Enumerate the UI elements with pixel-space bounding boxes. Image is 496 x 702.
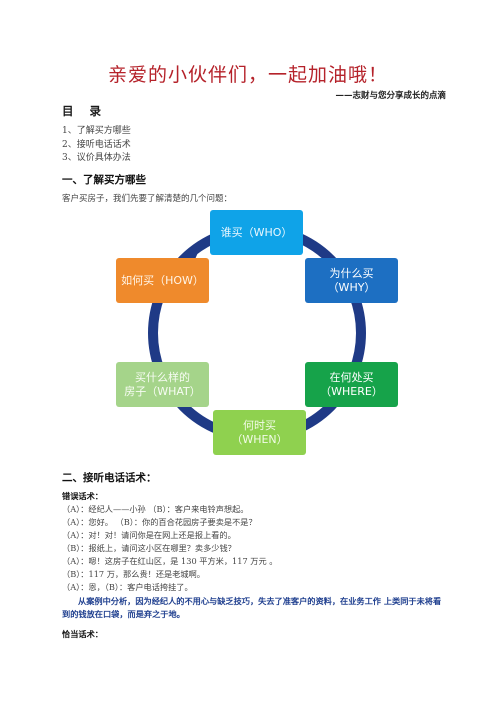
cycle-node-why: 为什么买 （WHY） [305,258,398,303]
dialogue-line: （A）：嗯！这房子在红山区，是 130 平方米，117 万元 。 [62,556,278,566]
dialogue-line: （B）：报纸上，请问这小区在哪里？卖多少钱？ [62,543,236,553]
toc-heading: 目 录 [62,104,108,118]
proper-script-label: 恰当话术： [62,629,103,639]
cycle-node-who-label: 谁买（WHO） [220,225,293,239]
cycle-node-what-label: 买什么样的 [135,370,190,384]
cycle-node-why-label: 为什么买 [329,266,374,280]
wrong-script-label: 错误话术： [62,491,103,501]
cycle-node-when-label: 何时买 [243,418,276,432]
cycle-node-what-sublabel: 房子（WHAT） [124,384,201,398]
toc-list: 1、了解买方哪些 2、接听电话话术 3、议价具体办法 [62,125,131,166]
cycle-node-when-sublabel: （WHEN） [231,432,288,446]
cycle-node-where-label: 在何处买 [329,370,374,384]
dialogue-line: （A）：恩，（B）：客户电话挎挂了。 [62,582,193,592]
section1-heading: 一、了解买方哪些 [62,174,146,186]
toc-item: 1、了解买方哪些 [62,126,131,136]
section1-intro: 客户买房子，我们先要了解清楚的几个问题： [62,194,233,204]
analysis-line: 上类同于未将看到的钱放在口袋，而是弃之于地。 [62,596,442,619]
cycle-node-when: 何时买 （WHEN） [213,410,306,455]
section2-heading: 二、接听电话话术： [62,472,157,484]
cycle-node-how-label: 如何买（HOW） [121,273,204,287]
cycle-node-who: 谁买（WHO） [210,210,303,255]
cycle-node-where-sublabel: （WHERE） [320,384,383,398]
cycle-node-how: 如何买（HOW） [116,258,209,303]
analysis-line: 从案例中分析，因为经纪人的不用心与缺乏技巧，失去了准客户的资料，在业务工作 [78,596,381,606]
analysis-paragraph: 从案例中分析，因为经纪人的不用心与缺乏技巧，失去了准客户的资料，在业务工作 上类… [62,595,442,621]
page-title: 亲爱的小伙伴们，一起加油哦！ [107,64,388,86]
dialogue-line: （A）：对！对！请问你是在网上还是报上看的。 [62,530,236,540]
toc-item: 2、接听电话话术 [62,139,131,150]
toc-item: 3、议价具体办法 [62,153,131,163]
cycle-node-why-sublabel: （WHY） [327,280,376,294]
cycle-node-what: 买什么样的 房子（WHAT） [116,362,209,407]
page-subtitle: ——志财与您分享成长的点滴 [335,91,446,101]
dialogue-line: （A）：您好。 （B）：你的百合花园房子要卖是不是？ [62,517,257,527]
dialogue-line: （B）：117 万，那么贵！还是老城啊。 [62,569,205,579]
dialogue-line: （A）：经纪人——小孙 （B）：客户来电铃声想起。 [62,504,249,514]
cycle-node-where: 在何处买 （WHERE） [305,362,398,407]
